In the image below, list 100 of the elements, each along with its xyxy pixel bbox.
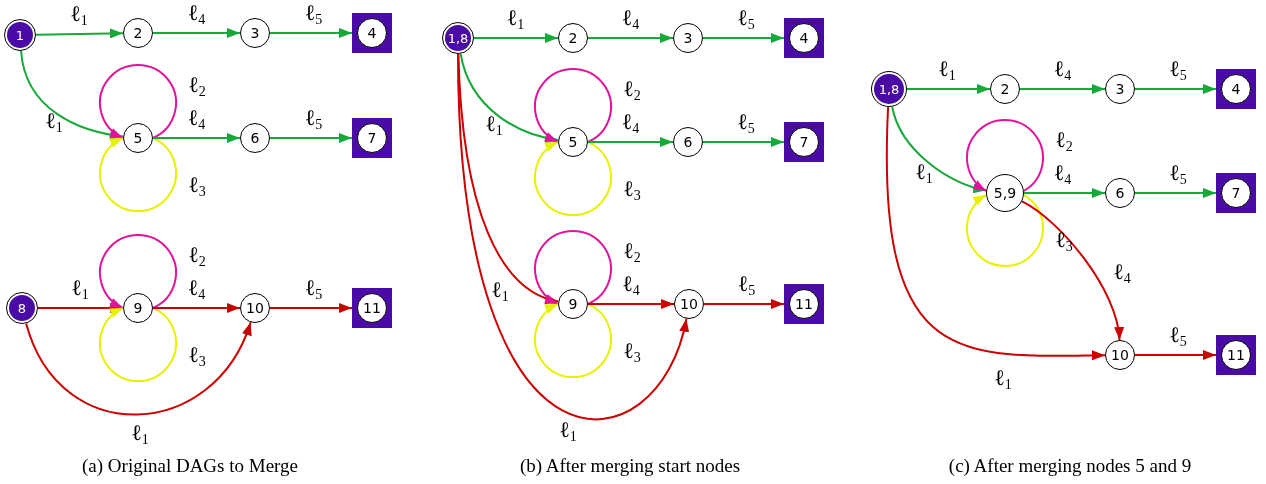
arrow [1134,84,1217,94]
node-label: 9 [568,297,578,311]
node-label: 10 [246,301,264,315]
edge-label: ℓ$_{4}$ [187,2,206,24]
edge-label: ℓ$_{1}$ [71,277,89,299]
final-node [784,122,824,162]
node-label: 2 [133,26,143,40]
arrow [99,137,177,212]
final-node [352,118,392,158]
arrow [966,194,1044,267]
arrow [457,53,688,420]
node-label: 10 [680,297,698,311]
arrow [534,230,612,305]
node-label: 1,8 [447,31,469,45]
node-label: 4 [1231,82,1241,96]
arrow [99,307,177,382]
edge-label: ℓ$_{5}$ [1169,324,1187,346]
edge-label: ℓ$_{4}$ [622,273,640,295]
edge-label: ℓ$_{2}$ [188,74,206,96]
edge-label: ℓ$_{3}$ [188,344,206,366]
edge-label: ℓ$_{4}$ [621,7,640,29]
edge-label: ℓ$_{5}$ [737,111,755,133]
arrow [1134,188,1217,198]
final-node [1216,335,1256,375]
edge-label: ℓ$_{3}$ [188,174,206,196]
edge-label: ℓ$_{5}$ [304,277,323,299]
arrow [99,234,177,309]
start-node [6,292,38,324]
arrow [1021,200,1123,341]
node-label: 6 [250,131,260,145]
arrow [534,303,612,378]
arrow [702,137,785,147]
caption: (b) After merging start nodes [519,453,741,478]
node-label: 7 [367,131,377,145]
state-node [673,23,703,53]
final-node [352,288,392,328]
edge-label: ℓ$_{1}$ [131,422,149,444]
edge-label: ℓ$_{1}$ [938,58,956,80]
state-node [1105,178,1135,208]
node-label: 10 [1111,348,1129,362]
state-node [123,123,153,153]
edge-label: ℓ$_{2}$ [623,240,641,262]
edge-label: ℓ$_{4}$ [1053,162,1072,184]
state-node [1105,340,1135,370]
node-label: 7 [1231,186,1241,200]
node-label: 1,8 [878,82,900,96]
edge-label: ℓ$_{1}$ [994,367,1012,389]
node-label: 7 [799,135,809,149]
start-node [871,71,907,107]
arrow [587,299,675,309]
edge-label: ℓ$_{4}$ [1053,58,1072,80]
state-node [986,174,1024,212]
arrow [885,106,1106,361]
arrow [966,119,1044,192]
node-label: 6 [683,135,693,149]
final-node [784,18,824,58]
state-node [123,18,153,48]
state-node [240,123,270,153]
node-label: 5 [133,131,143,145]
node-label: 5,9 [993,186,1017,200]
node-label: 11 [1227,348,1245,362]
edge-label: ℓ$_{2}$ [1055,129,1073,151]
edge-label: ℓ$_{5}$ [737,7,755,29]
arrow [473,33,559,43]
edge-label: ℓ$_{5}$ [304,2,323,24]
arrow [1134,350,1217,360]
arrow [99,64,177,139]
node-label: 4 [799,31,809,45]
arrow [152,303,241,313]
arrow [269,28,353,38]
arrow [459,52,560,143]
arrow [35,28,124,39]
edge-label: ℓ$_{4}$ [1113,261,1131,283]
arrow [1019,84,1106,94]
edge-label: ℓ$_{4}$ [187,277,206,299]
arrow [1023,188,1106,198]
edge-label: ℓ$_{3}$ [623,340,641,362]
final-node [1216,69,1256,109]
start-node [442,22,474,54]
node-label: 3 [1115,82,1125,96]
edge-label: ℓ$_{1}$ [70,3,88,25]
edge-label: ℓ$_{5}$ [304,107,323,129]
node-label: 5 [568,135,578,149]
caption: (a) Original DAGs to Merge [82,453,298,478]
arrow [587,33,674,43]
node-label: 4 [367,26,377,40]
arrow [269,133,353,143]
edge-label: ℓ$_{4}$ [621,111,640,133]
state-node [1105,74,1135,104]
edge-label: ℓ$_{1}$ [559,419,577,441]
caption: (c) After merging nodes 5 and 9 [948,453,1192,478]
node-label: 1 [15,28,25,42]
arrow [152,28,241,38]
edge-label: ℓ$_{2}$ [188,244,206,266]
state-node [674,289,704,319]
edge-label: ℓ$_{1}$ [506,7,525,29]
edge-label: ℓ$_{1}$ [915,161,933,183]
final-node [352,13,392,53]
state-node [558,127,588,157]
state-node [240,18,270,48]
